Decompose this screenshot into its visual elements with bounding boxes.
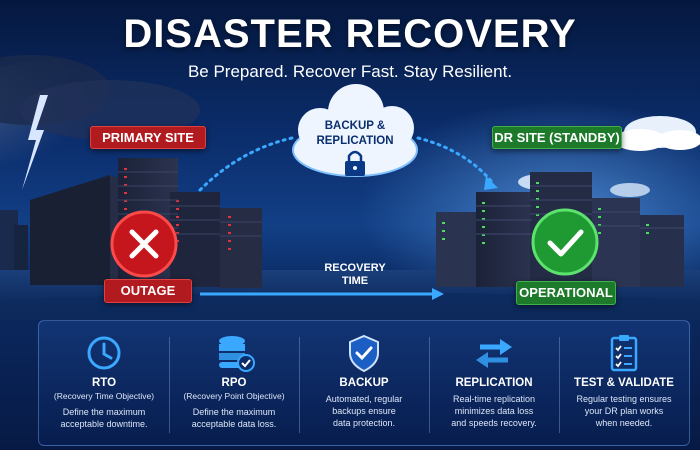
feature-desc-line: and speeds recovery. xyxy=(451,418,537,428)
feature-test-validate: TEST & VALIDATE Regular testing ensures … xyxy=(559,321,689,445)
feature-desc-line: minimizes data loss xyxy=(454,406,534,416)
page-subtitle: Be Prepared. Recover Fast. Stay Resilien… xyxy=(187,62,513,81)
clock-icon xyxy=(87,336,121,370)
recovery-arrow-icon xyxy=(432,288,444,300)
feature-desc-line: Define the maximum xyxy=(192,407,276,417)
recovery-label-line-1: RECOVERY xyxy=(324,262,386,274)
feature-title: RTO xyxy=(91,377,117,389)
feature-subtitle: (Recovery Time Objective) xyxy=(53,391,155,401)
primary-site-label: PRIMARY SITE xyxy=(90,126,206,149)
page-title: DISASTER RECOVERY xyxy=(123,12,577,56)
feature-title: TEST & VALIDATE xyxy=(574,377,674,389)
feature-desc-line: backups ensure xyxy=(332,406,396,416)
cloud-label-line-2: REPLICATION xyxy=(316,135,394,147)
divider xyxy=(429,337,430,433)
feature-desc-line: your DR plan works xyxy=(584,406,664,416)
cloud-icon xyxy=(292,84,418,177)
cloud-label: BACKUP & REPLICATION xyxy=(300,119,410,149)
feature-desc-line: acceptable downtime. xyxy=(60,419,148,429)
lightning-icon xyxy=(22,95,48,190)
arrow-head-icon xyxy=(484,176,498,190)
shield-check-icon xyxy=(349,334,379,373)
replication-path-left xyxy=(198,136,294,192)
feature-replication: REPLICATION Real-time replication minimi… xyxy=(429,321,559,445)
operational-badge: OPERATIONAL xyxy=(516,281,616,305)
outage-x-icon xyxy=(110,210,178,278)
divider xyxy=(169,337,170,433)
features-panel: RTO (Recovery Time Objective) Define the… xyxy=(38,320,690,446)
feature-rpo: RPO (Recovery Point Objective) Define th… xyxy=(169,321,299,445)
dr-site-label: DR SITE (STANDBY) xyxy=(492,126,622,149)
divider xyxy=(559,337,560,433)
recovery-label-line-2: TIME xyxy=(341,275,369,287)
feature-title: REPLICATION xyxy=(455,377,533,389)
swap-arrows-icon xyxy=(476,339,512,368)
feature-backup: BACKUP Automated, regular backups ensure… xyxy=(299,321,429,445)
lock-icon xyxy=(345,150,365,176)
feature-desc-line: Define the maximum xyxy=(62,407,146,417)
feature-desc-line: when needed. xyxy=(595,418,653,428)
feature-desc-line: Automated, regular xyxy=(325,394,403,404)
replication-path-right xyxy=(416,136,494,184)
outage-badge: OUTAGE xyxy=(104,279,192,303)
feature-desc-line: Real-time replication xyxy=(452,394,536,404)
feature-desc-line: acceptable data loss. xyxy=(191,419,277,429)
feature-rto: RTO (Recovery Time Objective) Define the… xyxy=(39,321,169,445)
feature-desc-line: data protection. xyxy=(332,418,396,428)
checklist-icon xyxy=(610,335,638,372)
divider xyxy=(299,337,300,433)
feature-subtitle: (Recovery Point Objective) xyxy=(183,391,285,401)
database-check-icon xyxy=(219,336,255,372)
feature-desc-line: Regular testing ensures xyxy=(576,394,672,404)
feature-title: RPO xyxy=(221,377,247,389)
recovery-time-label: RECOVERY TIME xyxy=(300,262,410,288)
operational-check-icon xyxy=(531,208,599,276)
cloud-label-line-1: BACKUP & xyxy=(324,120,386,132)
feature-title: BACKUP xyxy=(339,377,389,389)
